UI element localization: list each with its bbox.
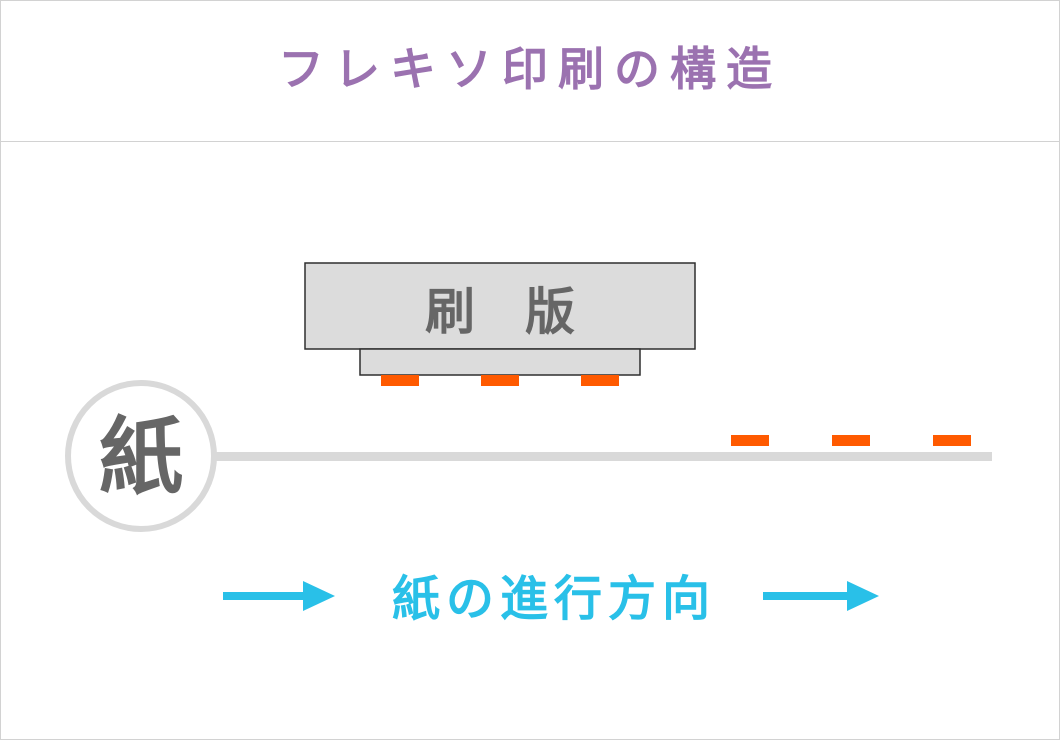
plate-block [304, 262, 696, 350]
ink-mark-paper-1 [731, 435, 769, 446]
arrow-head-left [303, 581, 335, 611]
ink-mark-plate-1 [381, 375, 419, 386]
plate-label: 刷 版 [425, 283, 575, 341]
header: フレキソ印刷の構造 [1, 1, 1059, 142]
ink-mark-plate-3 [581, 375, 619, 386]
ink-mark-paper-3 [933, 435, 971, 446]
page-title: フレキソ印刷の構造 [278, 42, 782, 96]
plate-relief [359, 348, 641, 376]
direction-arrow-left [223, 581, 335, 611]
arrow-head-right [847, 581, 879, 611]
paper-circle [65, 380, 217, 532]
ink-mark-plate-2 [481, 375, 519, 386]
direction-arrow-right [763, 581, 879, 611]
direction-label: 紙の進行方向 [392, 571, 716, 627]
paper-label: 紙 [99, 408, 183, 506]
ink-mark-paper-2 [832, 435, 870, 446]
arrow-shaft-right [763, 592, 849, 600]
paper-line [211, 452, 992, 461]
arrow-shaft-left [223, 592, 307, 600]
